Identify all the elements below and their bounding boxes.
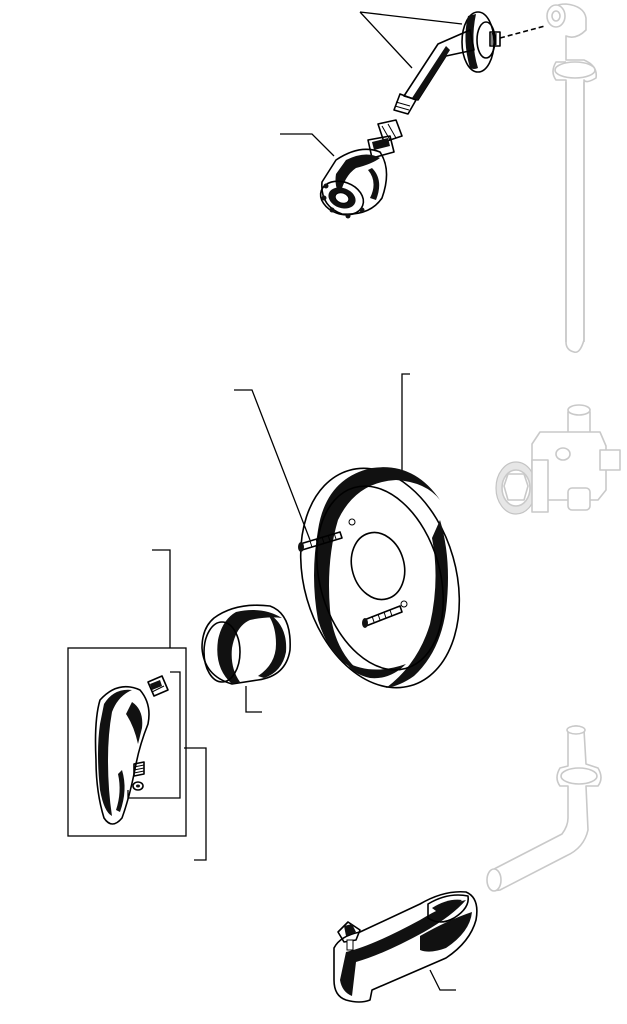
- set-screw-bracket: [127, 671, 181, 799]
- escutcheon-plate: [299, 373, 461, 689]
- lever-handle-kit: [67, 549, 207, 861]
- tub-spout-leader: [429, 969, 456, 991]
- index-cap: [147, 675, 169, 697]
- handle-kit-box: [67, 647, 187, 837]
- spring: [133, 761, 145, 777]
- rough-in-plumbing: [486, 3, 621, 892]
- handle-bracket: [184, 747, 207, 861]
- spout-supply-pipe: [486, 725, 602, 892]
- shower-head: [280, 119, 403, 219]
- escutcheon-screw-lower: [362, 605, 403, 628]
- set-screw: [132, 781, 144, 791]
- handle-sleeve: [201, 604, 291, 713]
- escutcheon-leader: [401, 373, 410, 474]
- tub-spout-diverter: [333, 890, 478, 1003]
- shower-riser-pipe: [546, 3, 598, 354]
- shower-head-leader: [280, 133, 335, 157]
- valve-body: [495, 404, 621, 515]
- escutcheon-screw-leader: [234, 389, 311, 541]
- lever-handle-leader: [152, 549, 171, 648]
- shower-arm-leader: [359, 11, 463, 69]
- shower-arm-flange: [359, 11, 546, 115]
- escutcheon-screw: [298, 531, 343, 552]
- diverter-knob: [337, 921, 361, 951]
- handle-sleeve-leader: [245, 686, 262, 713]
